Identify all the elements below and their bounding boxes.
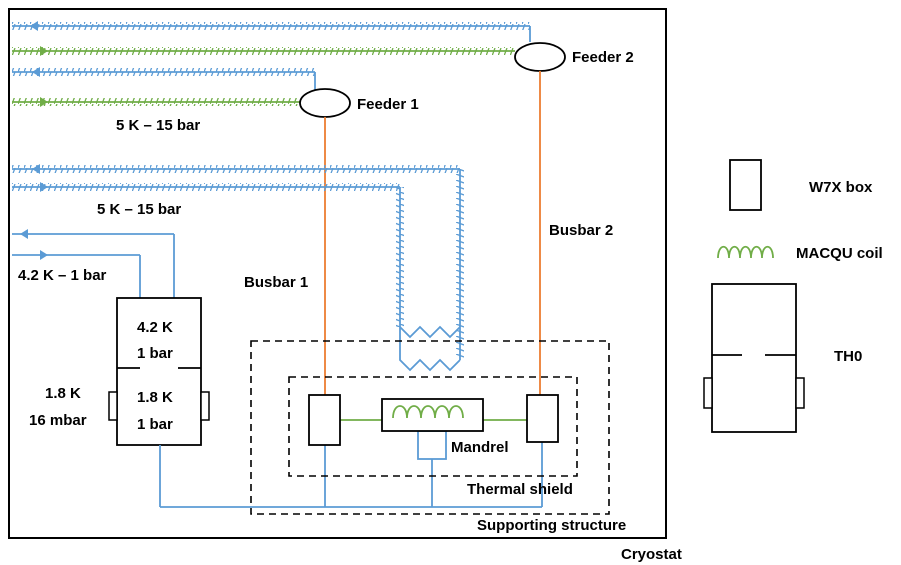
busbar-2-label: Busbar 2 — [549, 222, 613, 239]
left-18k-label: 1.8 K — [45, 385, 81, 402]
feeder-2-label: Feeder 2 — [572, 49, 634, 66]
arrow-left-icon — [32, 164, 40, 174]
left-16mbar-label: 16 mbar — [29, 412, 87, 429]
arrow-right-icon — [40, 46, 48, 56]
mandrel-label: Mandrel — [451, 439, 509, 456]
label-5k-15bar-top: 5 K – 15 bar — [116, 117, 200, 134]
shield-feed-lines — [12, 164, 464, 372]
mandrel-assembly — [308, 394, 559, 446]
w7x-box-icon — [729, 159, 762, 211]
arrow-right-icon — [40, 250, 48, 260]
legend-th0: TH0 — [834, 348, 862, 365]
supporting-structure-box — [250, 340, 610, 515]
label-42k-1bar: 4.2 K – 1 bar — [18, 267, 107, 284]
thermal-shield-label: Thermal shield — [467, 481, 573, 498]
feeder-1-label: Feeder 1 — [357, 96, 419, 113]
th0-icon — [703, 283, 805, 433]
helium-42k-lines — [12, 229, 175, 298]
bath-assembly — [108, 297, 210, 446]
bath-42k-label: 4.2 K — [137, 319, 173, 336]
top-feed-lines — [12, 21, 531, 107]
coil-icon — [392, 405, 464, 419]
arrow-left-icon — [32, 67, 40, 77]
bath-1bar-bottom-label: 1 bar — [137, 416, 173, 433]
arrow-left-icon — [20, 229, 28, 239]
arrow-left-icon — [30, 21, 38, 31]
feeder-1 — [299, 88, 351, 118]
feeder-2 — [514, 42, 566, 72]
legend-macqu-coil: MACQU coil — [796, 245, 883, 262]
legend: W7X box MACQU coil TH0 — [703, 159, 883, 433]
busbar-1-label: Busbar 1 — [244, 274, 308, 291]
arrow-right-icon — [40, 97, 48, 107]
macqu-coil-icon — [717, 245, 774, 259]
supporting-structure-label: Supporting structure — [477, 517, 626, 534]
label-5k-15bar-mid: 5 K – 15 bar — [97, 201, 181, 218]
thermal-shield-box — [288, 376, 578, 477]
cryostat-label: Cryostat — [621, 546, 682, 563]
arrow-right-icon — [40, 182, 48, 192]
bath-1bar-top-label: 1 bar — [137, 345, 173, 362]
cryostat-frame — [8, 8, 667, 539]
legend-w7x-box: W7X box — [809, 179, 873, 196]
bath-18k-label: 1.8 K — [137, 389, 173, 406]
